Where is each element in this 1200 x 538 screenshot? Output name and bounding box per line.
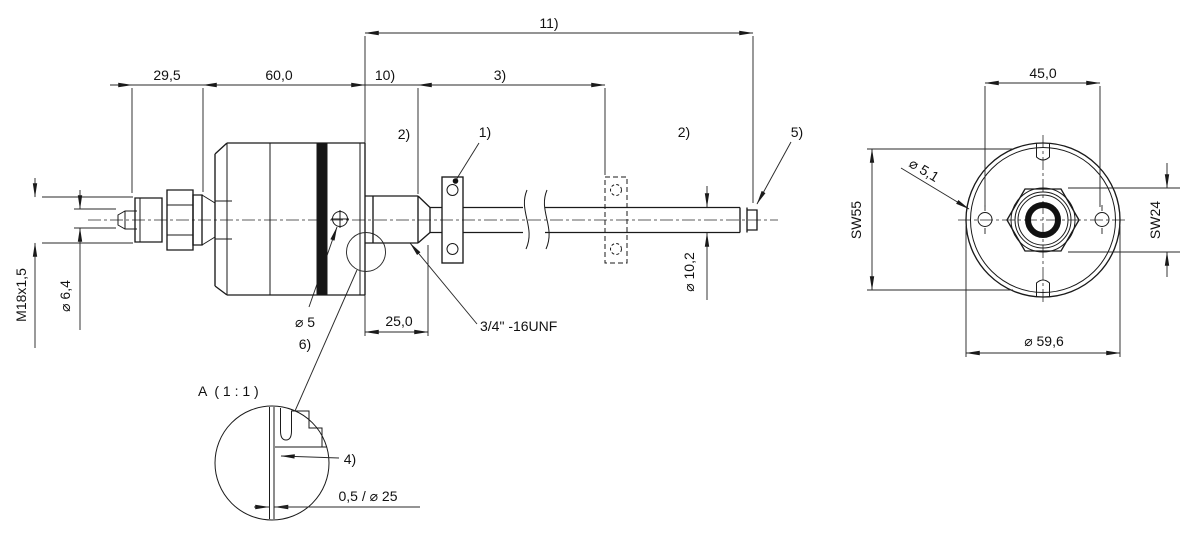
- mounting-hole-right: [1094, 212, 1110, 227]
- detail-title: A ( 1 : 1 ): [198, 383, 259, 399]
- detail-tube-wall: [269, 407, 275, 519]
- dim-hole-diameter: ⌀ 5,1: [906, 155, 942, 185]
- ref-note-6: 6): [299, 336, 311, 352]
- end-view: 45,0 ⌀ 5,1 SW55 SW24 ⌀ 59,6: [848, 65, 1180, 357]
- dim-connector-length: 29,5: [153, 67, 180, 83]
- slot-bottom: [1036, 279, 1050, 297]
- hole-center-ticks: [984, 205, 1103, 234]
- dim-flange-diameter: ⌀ 59,6: [1024, 333, 1064, 349]
- connector-pin: [117, 210, 137, 230]
- housing-outline: [214, 142, 366, 296]
- nipple-and-rod: [365, 189, 758, 250]
- side-view: 11) 29,5 60,0 10) 3) 2) 1) 2) 5) ⌀ 10,2 …: [13, 15, 803, 412]
- ref-note-2-left: 2): [398, 126, 410, 142]
- detail-groove-profile: [275, 408, 327, 448]
- detail-boundary-circle: [214, 405, 330, 521]
- detail-a-circle: [346, 232, 386, 272]
- mounting-hole-left: [977, 212, 993, 227]
- dim-detail-gap: 0,5 / ⌀ 25: [338, 488, 397, 504]
- leader-dot: [452, 178, 459, 184]
- dim-rod-diameter: ⌀ 10,2: [681, 252, 697, 292]
- ref-note-1: 1): [479, 124, 491, 140]
- float-magnet: [441, 176, 464, 264]
- rod-tip: [739, 207, 758, 233]
- extension-lines: [42, 36, 754, 336]
- leader-lines: [294, 141, 792, 412]
- ref-note-10: 10): [375, 67, 395, 83]
- dim-null-hole: ⌀ 5: [295, 314, 315, 330]
- dim-connector-thread: M18x1,5: [13, 268, 29, 322]
- center-bore: [1025, 202, 1061, 238]
- flange-outer-circle: [965, 142, 1121, 298]
- detail-view-a: A ( 1 : 1 ) 4) 0,5 / ⌀ 25: [198, 383, 420, 521]
- ref-note-3: 3): [494, 67, 506, 83]
- dim-housing-length: 60,0: [265, 67, 292, 83]
- dimension-arrows: [32, 30, 754, 348]
- connector-hex-nut: [166, 189, 194, 251]
- housing: [214, 142, 386, 296]
- seal-ring-band: [317, 143, 327, 295]
- ref-note-5: 5): [791, 124, 803, 140]
- hex-nut-face: [1006, 188, 1080, 252]
- dim-pin-diameter: ⌀ 6,4: [57, 280, 73, 312]
- break-marks: [523, 189, 550, 250]
- end-view-dimension-arrows: [869, 80, 1170, 356]
- ref-note-4: 4): [344, 451, 356, 467]
- ref-note-2-right: 2): [678, 124, 690, 140]
- null-point-marker: [331, 210, 349, 228]
- dim-wrench-nut: SW24: [1147, 201, 1163, 239]
- dim-nipple-length: 25,0: [385, 313, 412, 329]
- connector-plug: [117, 189, 216, 251]
- dim-wrench-housing: SW55: [848, 201, 864, 239]
- thread-nipple: [365, 195, 431, 244]
- slot-top: [1036, 143, 1050, 161]
- connector-sleeve: [134, 197, 163, 243]
- dim-process-thread: 3/4" -16UNF: [480, 318, 557, 334]
- rod: [430, 206, 740, 234]
- float-magnet-phantom: [604, 176, 628, 264]
- flange-flats-circle: [970, 147, 1116, 293]
- dim-hole-spacing: 45,0: [1029, 65, 1056, 81]
- connector-cone: [201, 194, 216, 246]
- end-view-extension-lines: [867, 86, 1180, 357]
- dim-total-length: 11): [539, 15, 558, 31]
- end-view-centerlines: [958, 135, 1128, 305]
